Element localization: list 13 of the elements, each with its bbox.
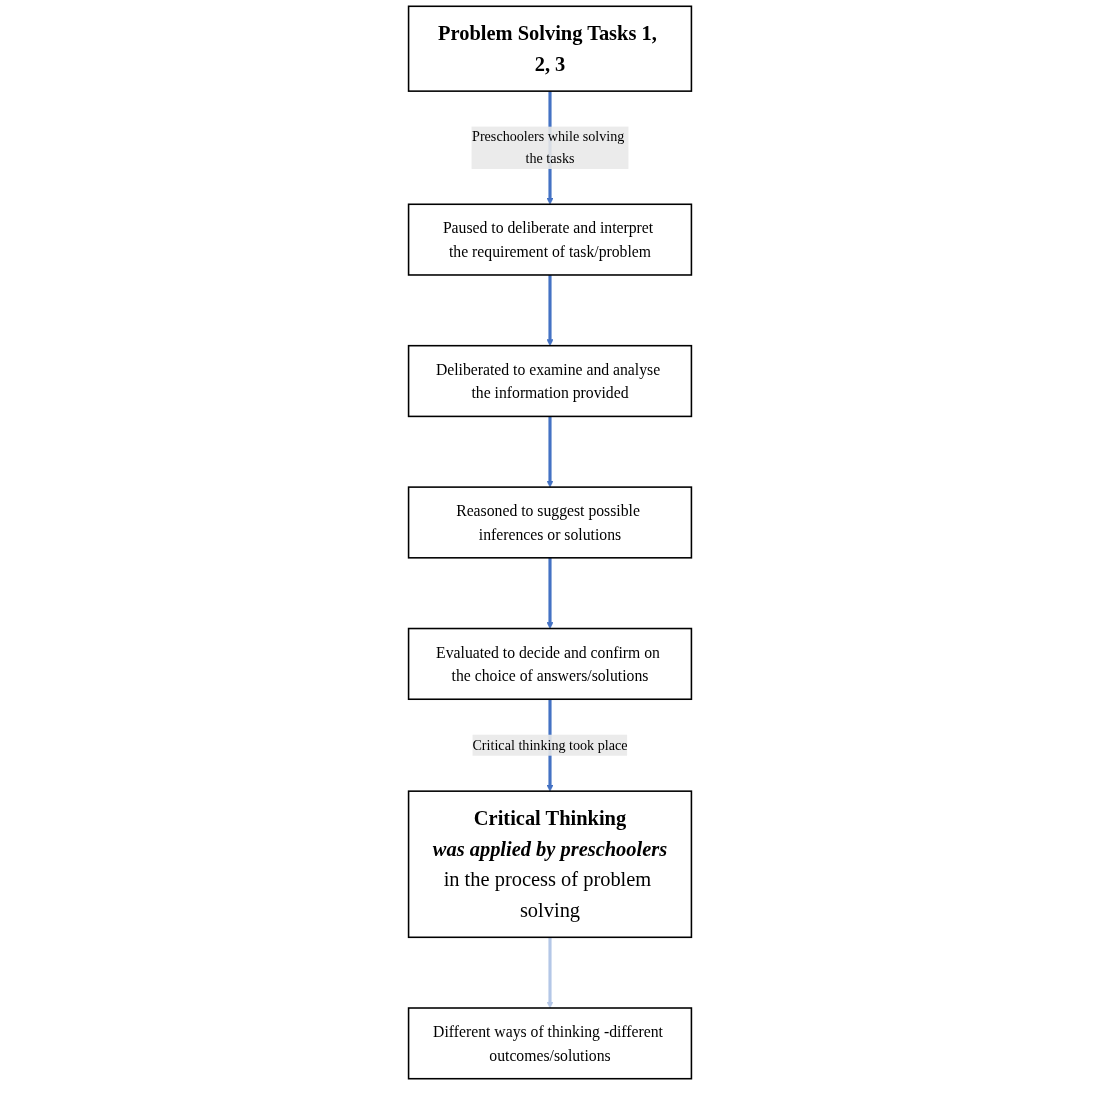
node-box: Problem Solving Tasks 1, 2, 3 [407,5,693,92]
node-box: Critical Thinking was applied by preschoolers in the process of problem solving [407,790,693,939]
arrow [546,416,554,488]
node-box: Different ways of thinking -different outcomes/solutions [407,1007,693,1080]
edge-label: Critical thinking took place [472,736,628,753]
arrow [546,557,554,629]
node-box: Reasoned to suggest possible inferences or solutions [407,486,693,559]
arrow [546,937,554,1009]
node-box: Evaluated to decide and confirm on the choice of answers/solutions [407,627,693,701]
arrow [546,275,554,346]
node-box: Deliberated to examine and analyse the information provided [407,344,693,418]
node-box: Paused to deliberate and interpret the requirement of task/problem [407,203,693,276]
edge-label: Preschoolers while solving the tasks [472,128,625,166]
